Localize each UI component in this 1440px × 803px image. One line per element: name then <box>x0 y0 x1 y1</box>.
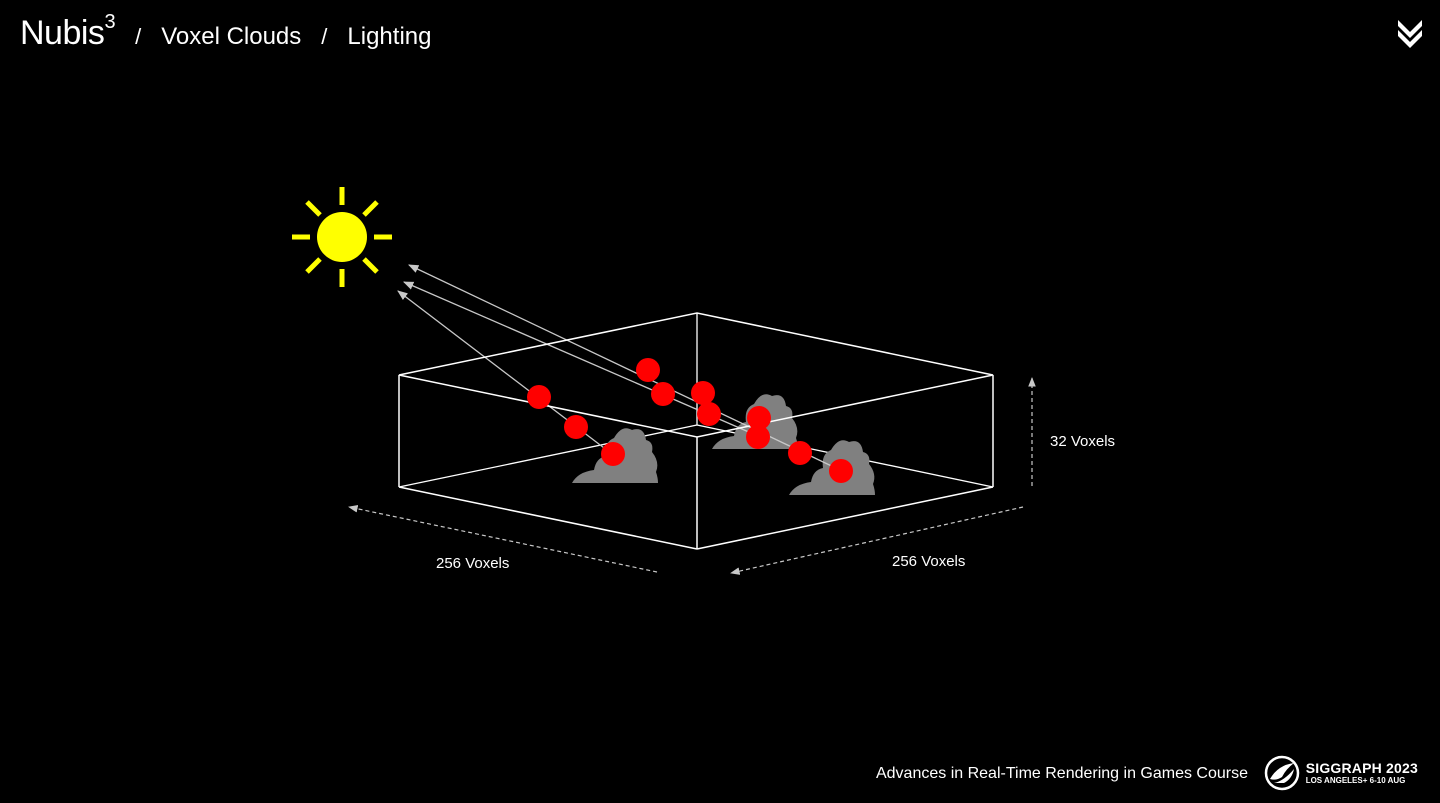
siggraph-logo-icon <box>1264 755 1299 791</box>
breadcrumb-voxel-clouds: Voxel Clouds <box>161 23 302 50</box>
sample-point <box>829 459 853 483</box>
sample-point <box>636 358 660 382</box>
sample-point <box>601 442 625 466</box>
sample-point <box>747 406 771 430</box>
breadcrumb-separator: / <box>135 24 142 49</box>
sample-point <box>564 415 588 439</box>
slide-header: Nubis3 / Voxel Clouds / Lighting <box>20 10 432 58</box>
width-dimension-arrow <box>348 505 658 573</box>
sample-point <box>746 425 770 449</box>
height-label: 32 Voxels <box>1050 433 1116 450</box>
width-label: 256 Voxels <box>436 555 510 572</box>
depth-label: 256 Voxels <box>892 553 966 570</box>
sample-point <box>788 441 812 465</box>
sample-point <box>691 381 715 405</box>
course-title: Advances in Real-Time Rendering in Games… <box>875 765 1248 782</box>
studio-logo-icon <box>1398 20 1422 48</box>
brand-title: Nubis3 <box>20 10 116 52</box>
conference-location-dates: LOS ANGELES+ 6-10 AUG <box>1305 775 1406 785</box>
sample-point <box>697 402 721 426</box>
depth-dimension-arrow <box>730 506 1024 575</box>
sun-icon <box>292 187 392 287</box>
conference-name: SIGGRAPH 2023 <box>1305 759 1418 776</box>
siggraph-badge: SIGGRAPH 2023 LOS ANGELES+ 6-10 AUG <box>1264 755 1418 791</box>
breadcrumb-lighting: Lighting <box>347 23 432 50</box>
breadcrumb-separator: / <box>321 24 328 49</box>
voxel-box-front-edges <box>398 312 994 550</box>
sample-point <box>527 385 551 409</box>
sample-point <box>651 382 675 406</box>
